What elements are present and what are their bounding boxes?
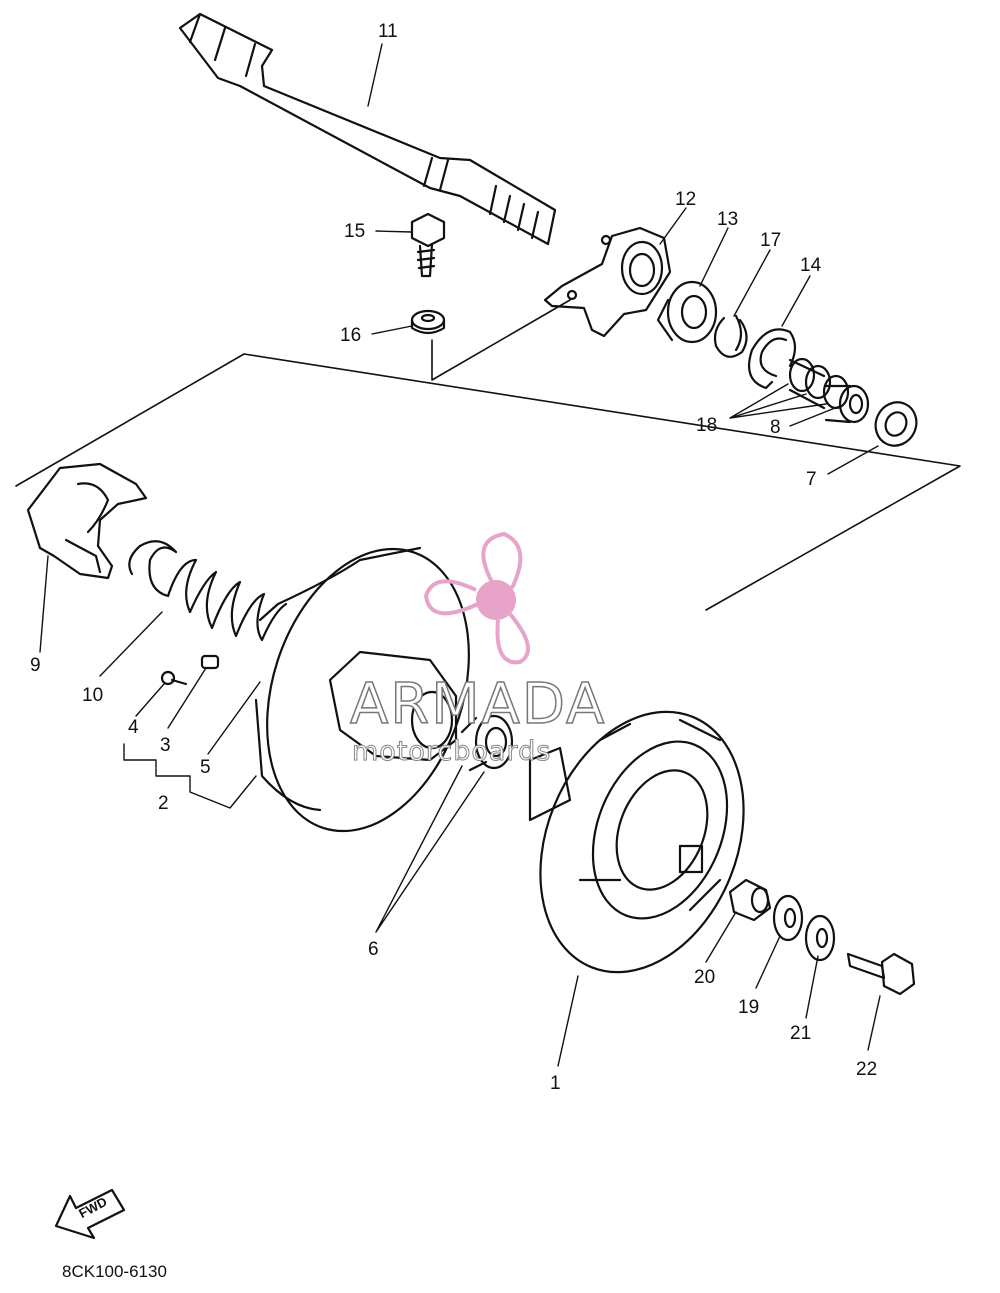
callout-7: 7 <box>806 469 817 490</box>
part-15-bolt <box>410 212 446 278</box>
part-12-bearing-housing <box>543 226 672 338</box>
part-1-fixed-sheave <box>528 710 745 974</box>
callout-14: 14 <box>800 255 822 276</box>
callout-15: 15 <box>344 221 366 242</box>
callout-21: 21 <box>790 1023 812 1044</box>
movable-sheave <box>254 546 470 833</box>
leader-lines <box>39 43 881 1067</box>
callout-16: 16 <box>340 325 362 346</box>
callout-4: 4 <box>128 717 139 738</box>
callout-8: 8 <box>770 417 781 438</box>
assembly-outline <box>15 299 961 611</box>
part-11-shaft <box>178 12 557 246</box>
callout-13: 13 <box>717 209 739 230</box>
part-6-bushings <box>460 714 514 772</box>
callout-22: 22 <box>856 1059 878 1080</box>
part-4-screw <box>160 670 188 686</box>
part-20-collar <box>728 878 772 922</box>
propeller-logo-icon <box>423 531 530 665</box>
fwd-arrow-icon <box>54 1188 126 1240</box>
callout-12: 12 <box>675 189 697 210</box>
callout-17: 17 <box>760 230 782 251</box>
callout-18: 18 <box>696 415 718 436</box>
part-19-washer <box>772 894 804 942</box>
part-14-snap-ring <box>748 328 797 390</box>
callout-5: 5 <box>200 757 211 778</box>
part-3-weight <box>200 654 220 670</box>
callout-10: 10 <box>82 685 104 706</box>
part-7-washer <box>874 401 918 447</box>
callout-11: 11 <box>378 21 398 42</box>
watermark-title: ARMADA <box>349 671 607 738</box>
callout-19: 19 <box>738 997 760 1018</box>
part-13-bearing <box>656 280 718 344</box>
callout-6: 6 <box>368 939 379 960</box>
watermark-subtitle: motorcboards <box>351 736 552 768</box>
callout-3: 3 <box>160 735 171 756</box>
part-17-circlip <box>713 314 748 358</box>
part-21-washer <box>804 914 836 962</box>
part-22-bolt <box>846 952 916 996</box>
callout-9: 9 <box>30 655 41 676</box>
part-10-spring <box>128 540 288 642</box>
callout-20: 20 <box>694 967 716 988</box>
drawing-code: 8CK100-6130 <box>62 1262 167 1281</box>
part-16-washer <box>410 309 446 335</box>
part-9-cam <box>26 462 148 580</box>
callout-1: 1 <box>550 1073 561 1094</box>
callout-2: 2 <box>158 793 169 814</box>
part-8-bushing <box>824 384 870 424</box>
